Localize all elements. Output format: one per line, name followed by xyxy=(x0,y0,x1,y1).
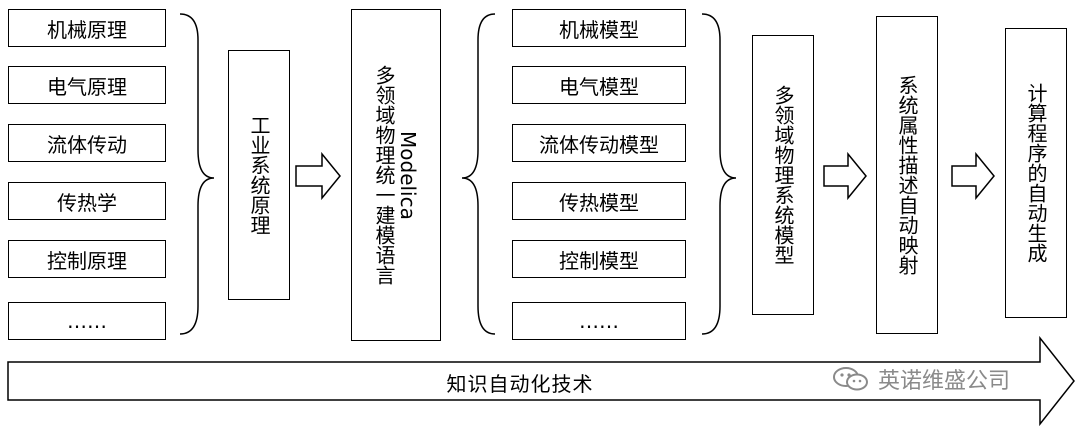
multidomain-model-box: 多领域物理系统模型 xyxy=(752,35,814,315)
industrial-system-label: 工业系统原理 xyxy=(247,115,271,235)
arrow-to-codegen xyxy=(951,151,995,201)
arrow-to-mapping xyxy=(823,151,867,201)
model-label: 传热模型 xyxy=(559,190,639,215)
model-box-control: 控制模型 xyxy=(512,240,686,278)
model-box-mechanical: 机械模型 xyxy=(512,9,686,47)
wechat-icon xyxy=(833,367,868,391)
bottom-arrow-label-wrap: 知识自动化技术 xyxy=(0,364,1040,400)
watermark: 英诺维盛公司 xyxy=(832,364,1010,394)
model-label: …… xyxy=(579,309,619,333)
model-box-fluid: 流体传动模型 xyxy=(512,124,686,162)
code-generation-label: 计算程序的自动生成 xyxy=(1024,83,1048,263)
model-label: 电气模型 xyxy=(559,74,639,99)
model-box-more: …… xyxy=(512,302,686,340)
attribute-mapping-label: 系统属性描述自动映射 xyxy=(895,75,919,275)
principle-box-fluid: 流体传动 xyxy=(8,124,166,162)
left-brace xyxy=(179,13,215,335)
principle-box-control: 控制原理 xyxy=(8,240,166,278)
bottom-arrow-shape xyxy=(7,335,1075,426)
bottom-arrow-label: 知识自动化技术 xyxy=(446,371,594,396)
principle-label: 电气原理 xyxy=(47,74,127,99)
multidomain-model-label: 多领域物理系统模型 xyxy=(771,85,795,265)
model-box-heat: 传热模型 xyxy=(512,182,686,220)
model-label: 控制模型 xyxy=(559,248,639,273)
model-brace-close xyxy=(701,13,737,335)
model-brace-open xyxy=(461,13,496,335)
attribute-mapping-box: 系统属性描述自动映射 xyxy=(876,16,938,334)
modelica-box: 多领域物理统一建模语言 Modelica xyxy=(351,9,441,341)
principle-box-electrical: 电气原理 xyxy=(8,66,166,104)
modelica-label-chinese: 多领域物理统一建模语言 xyxy=(372,65,396,285)
principle-label: 机械原理 xyxy=(47,17,127,42)
arrow-to-modelica xyxy=(295,151,341,201)
principle-label: …… xyxy=(67,309,107,333)
modelica-label-latin: Modelica xyxy=(396,130,420,220)
model-label: 机械模型 xyxy=(559,17,639,42)
principle-label: 流体传动 xyxy=(47,132,127,157)
watermark-text: 英诺维盛公司 xyxy=(878,369,1011,394)
principle-label: 传热学 xyxy=(57,190,117,215)
model-box-electrical: 电气模型 xyxy=(512,66,686,104)
code-generation-box: 计算程序的自动生成 xyxy=(1005,28,1067,318)
principle-box-mechanical: 机械原理 xyxy=(8,9,166,47)
principle-box-more: …… xyxy=(8,302,166,340)
model-label: 流体传动模型 xyxy=(539,132,659,157)
principle-box-heat: 传热学 xyxy=(8,182,166,220)
industrial-system-box: 工业系统原理 xyxy=(228,50,290,300)
principle-label: 控制原理 xyxy=(47,248,127,273)
